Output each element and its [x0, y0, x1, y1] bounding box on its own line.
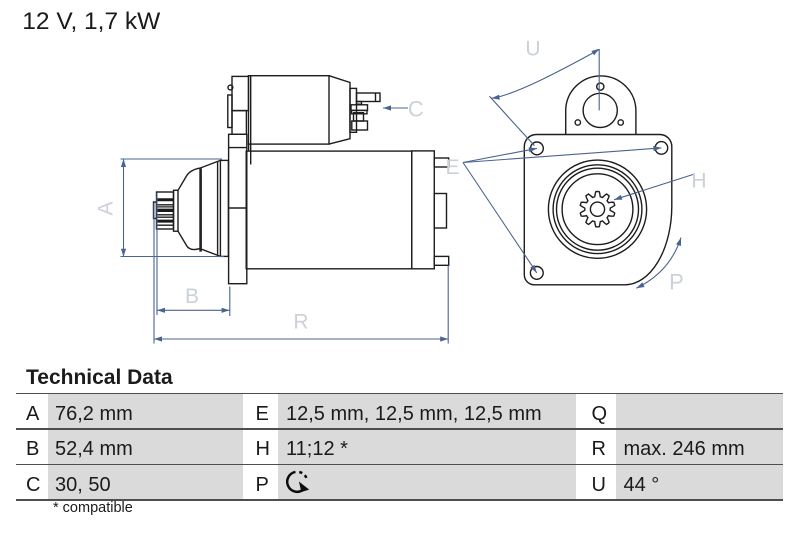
svg-text:A: A	[95, 201, 118, 215]
svg-text:H: H	[691, 170, 706, 193]
svg-text:E: E	[445, 156, 459, 179]
svg-text:R: R	[293, 311, 308, 334]
svg-text:C: C	[408, 97, 424, 122]
svg-text:P: P	[669, 270, 684, 295]
svg-text:B: B	[185, 285, 199, 308]
svg-text:U: U	[525, 38, 540, 61]
